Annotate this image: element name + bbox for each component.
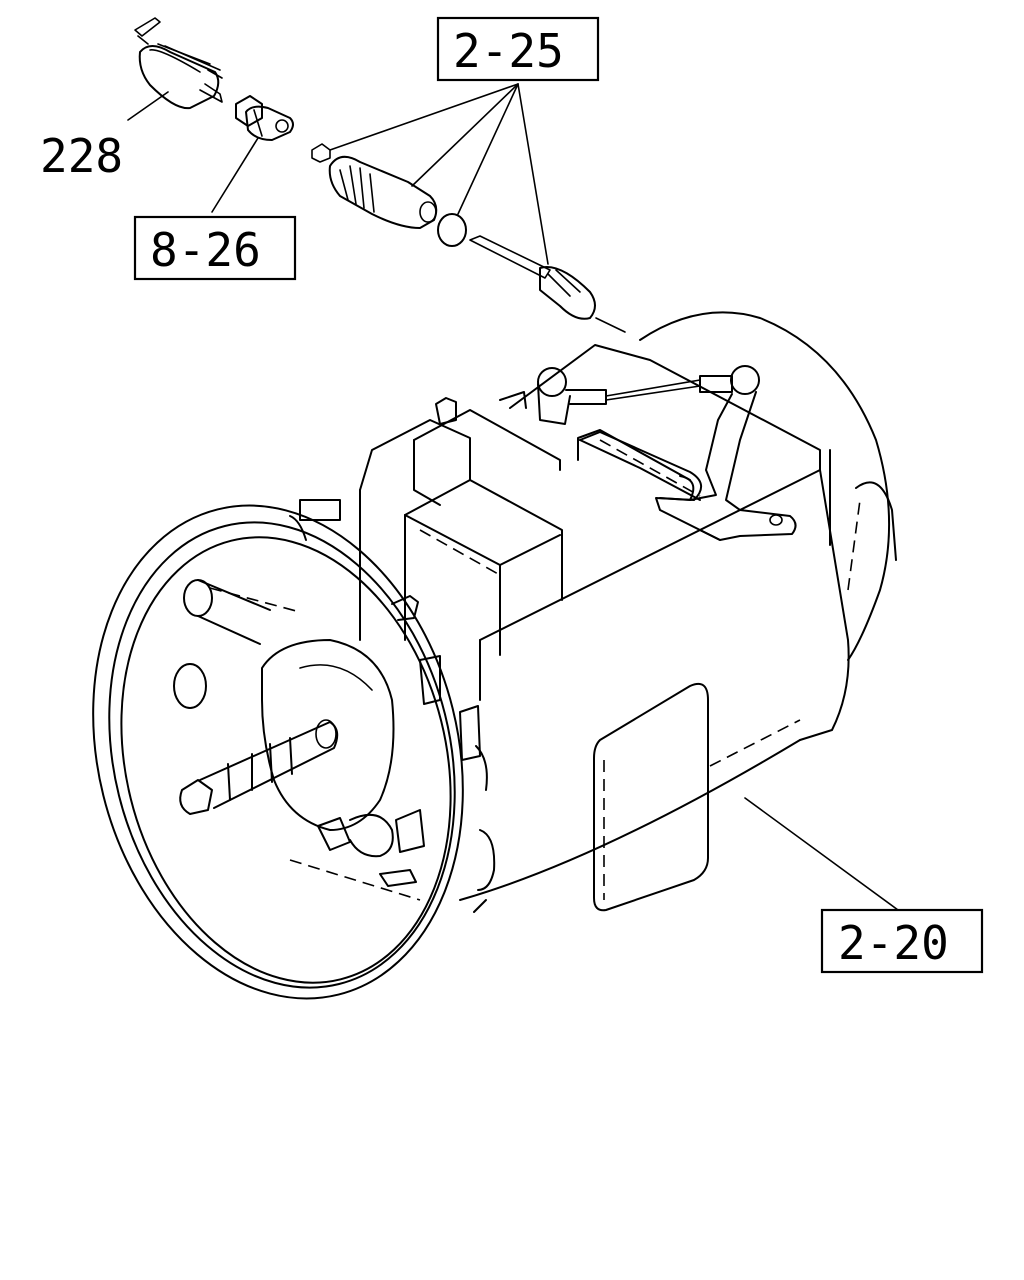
part-8-26-drawing <box>235 95 294 141</box>
callout-8-26-box <box>133 215 297 281</box>
leader-2-20 <box>744 797 899 911</box>
leader-228 <box>127 91 169 121</box>
callout-228: 228 <box>40 129 123 183</box>
part-2-25-drawing <box>311 143 626 333</box>
part-228-drawing <box>134 17 223 110</box>
callout-2-20: 2-20 <box>838 916 949 970</box>
transmission-housing <box>92 311 897 1000</box>
callout-2-25: 2-25 <box>453 24 564 78</box>
leader-8-26 <box>211 137 259 213</box>
leaders-2-25 <box>329 83 549 265</box>
callout-2-25-box <box>436 16 600 82</box>
o-ring <box>437 213 467 247</box>
callout-2-20-box <box>820 908 984 974</box>
callout-8-26: 8-26 <box>150 223 261 277</box>
